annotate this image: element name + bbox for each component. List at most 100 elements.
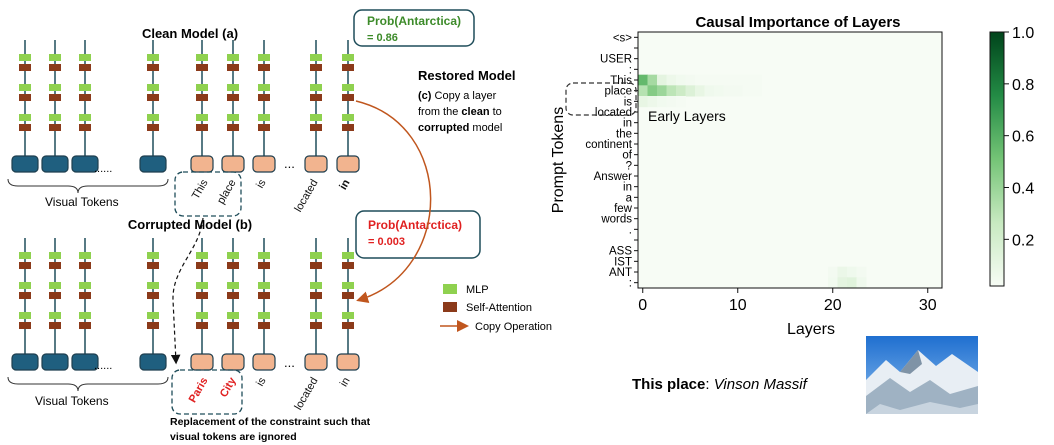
mlp-block (147, 84, 159, 91)
heatmap-cell (723, 74, 734, 86)
y-tick-label: continent (585, 139, 632, 151)
mlp-block (227, 84, 239, 91)
attention-block (79, 262, 91, 269)
causal-tracing-diagram: Clean Model (a) Prob(Antarctica) = 0.86 … (7, 9, 552, 443)
corrupted-model-stacks (11, 238, 360, 371)
attention-block (227, 322, 239, 329)
clean-prob-value: = 0.86 (367, 32, 398, 44)
y-tick-label: : (629, 278, 632, 290)
causal-importance-chart: Causal Importance of Layers <s>USER:This… (550, 14, 1034, 338)
mlp-block (310, 252, 322, 259)
attention-block (49, 262, 61, 269)
mlp-block (196, 312, 208, 319)
x-tick-label: 30 (919, 297, 937, 314)
attention-block (79, 94, 91, 101)
heatmap-cell (666, 96, 677, 108)
mlp-block (196, 84, 208, 91)
mlp-block (19, 54, 31, 61)
attention-block (258, 292, 270, 299)
text-token (190, 353, 214, 371)
mlp-block (79, 252, 91, 259)
attention-block (310, 262, 322, 269)
attention-block (342, 322, 354, 329)
y-tick-label: words (600, 214, 632, 226)
mlp-block (19, 84, 31, 91)
mlp-block (79, 84, 91, 91)
mlp-block (342, 54, 354, 61)
attention-block (19, 64, 31, 71)
token-label-1: place (215, 178, 239, 207)
caption-line2: visual tokens are ignored (170, 431, 297, 443)
attention-block (258, 124, 270, 131)
clean-visual-tokens-label: Visual Tokens (45, 195, 119, 209)
attention-block (342, 124, 354, 131)
y-tick-label: located (595, 107, 632, 119)
mlp-block (49, 282, 61, 289)
restored-desc-line1: (c) Copy a layer (418, 90, 497, 102)
y-tick-label: the (616, 128, 632, 140)
corrupted-model-title: Corrupted Model (b) (128, 217, 252, 232)
heatmap-cell (714, 74, 724, 86)
attention-block (147, 292, 159, 299)
colorbar (989, 31, 1005, 287)
mlp-block (227, 252, 239, 259)
attention-block (19, 322, 31, 329)
heatmap-cell (828, 266, 838, 278)
attention-block (342, 292, 354, 299)
x-tick-label: 10 (729, 297, 747, 314)
heatmap-cell (666, 74, 677, 86)
heatmap-background (638, 32, 942, 288)
token-label-3: located (292, 178, 320, 215)
mlp-block (342, 114, 354, 121)
mlp-block (342, 312, 354, 319)
attention-block (49, 64, 61, 71)
mlp-block (227, 114, 239, 121)
visual-token (11, 353, 39, 371)
mlp-block (196, 252, 208, 259)
mlp-block (147, 54, 159, 61)
attention-block (196, 124, 208, 131)
heatmap-cell (647, 96, 658, 108)
heatmap-cell (695, 74, 705, 86)
attention-block (196, 322, 208, 329)
clean-prob-label: Prob(Antarctica) (367, 14, 461, 28)
y-tick-label: is (624, 96, 633, 108)
early-layers-highlight (565, 82, 637, 116)
mlp-block (19, 252, 31, 259)
legend-mlp-label: MLP (466, 284, 489, 296)
y-tick-label: ANT (609, 267, 632, 279)
text-token (252, 353, 276, 371)
corrupted-visual-tokens-label: Visual Tokens (35, 394, 109, 408)
text-token (221, 155, 245, 173)
attention-block (227, 124, 239, 131)
mlp-block (227, 54, 239, 61)
mlp-block (310, 54, 322, 61)
attention-block (227, 94, 239, 101)
visual-token (71, 353, 99, 371)
attention-block (49, 94, 61, 101)
heatmap-cell (647, 74, 658, 86)
clean-dots: ... (284, 156, 295, 171)
corrupted-prob-label: Prob(Antarctica) (368, 218, 462, 232)
visual-token (71, 155, 99, 173)
photo-caption: This place: Vinson Massif (632, 376, 809, 393)
attention-block (19, 124, 31, 131)
clean-prob-box (353, 9, 475, 47)
heatmap-cell (638, 74, 648, 86)
heatmap-cell (742, 74, 753, 86)
visual-token (139, 353, 167, 371)
corrupted-visual-brace (7, 376, 169, 392)
restored-desc-line2: from the clean to (418, 106, 502, 118)
attention-block (19, 262, 31, 269)
mlp-block (310, 282, 322, 289)
text-token (304, 353, 328, 371)
mlp-block (19, 114, 31, 121)
restored-desc-line3: corrupted model (418, 122, 502, 134)
mlp-block (196, 282, 208, 289)
y-tick-label: IST (614, 256, 632, 268)
token-label-0: This (190, 177, 211, 201)
attention-block (227, 292, 239, 299)
mlp-block (19, 312, 31, 319)
